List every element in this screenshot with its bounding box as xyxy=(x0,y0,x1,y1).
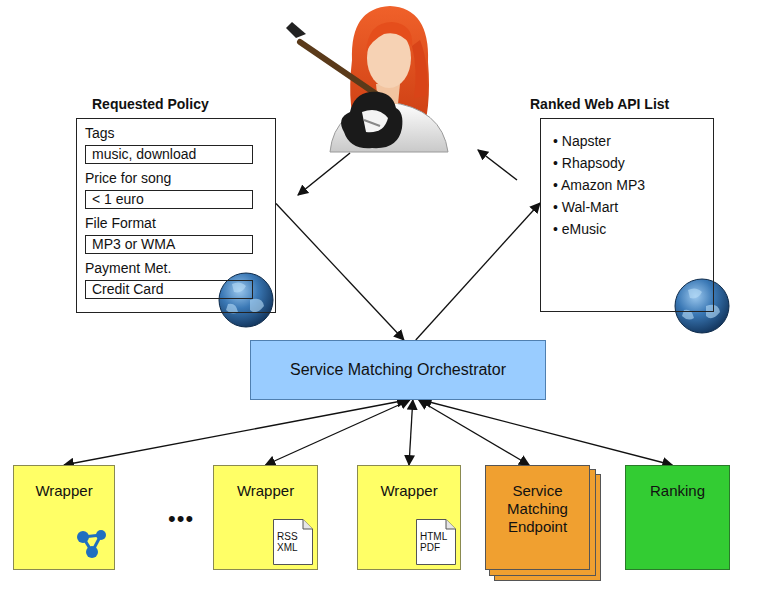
request-arrow xyxy=(298,153,350,195)
connector-arrow xyxy=(276,204,404,341)
connector-arrow xyxy=(266,400,410,465)
user-arrows xyxy=(298,150,517,195)
globe-icons xyxy=(219,273,729,333)
result-panel: Ranked Web API List• Napster• Rhapsody• … xyxy=(540,94,714,312)
user-bangs xyxy=(366,22,412,52)
node-label: music, download xyxy=(92,146,246,163)
guitar-headstock xyxy=(286,22,306,38)
guitar-body xyxy=(341,92,402,148)
panel-entry: • Wal-Mart xyxy=(553,199,703,216)
ellipsis-label: ••• xyxy=(168,508,194,530)
node-label: MP3 or WMA xyxy=(92,236,246,253)
wrapper-box: Wrapper xyxy=(13,465,115,570)
input-field: MP3 or WMA xyxy=(85,235,253,254)
user-guitarist xyxy=(286,6,448,152)
connector-arrow xyxy=(419,400,529,465)
node-label: Service Matching Endpoint xyxy=(492,482,583,536)
panel-entry: • Amazon MP3 xyxy=(553,177,703,194)
input-field: < 1 euro xyxy=(85,190,253,209)
document-icon: RSS XML xyxy=(273,519,313,565)
network-icon xyxy=(74,528,110,560)
result-arrow xyxy=(478,150,517,180)
node-label: Wrapper xyxy=(35,482,92,500)
node-label: Service Matching Orchestrator xyxy=(290,361,506,379)
endpoint-box: Service Matching Endpoint xyxy=(485,465,590,570)
node-label: Credit Card xyxy=(92,281,246,298)
wrapper-box: WrapperRSS XML xyxy=(213,465,318,570)
panel-entry: File Format xyxy=(85,215,267,232)
node-label: < 1 euro xyxy=(92,191,246,208)
panel-entry: • eMusic xyxy=(553,221,703,238)
input-field: music, download xyxy=(85,145,253,164)
connector-arrow xyxy=(422,400,673,465)
node-label: Wrapper xyxy=(237,482,294,500)
panel-entry: Price for song xyxy=(85,170,267,187)
connector-arrow xyxy=(409,400,413,465)
panel-entry: • Napster xyxy=(553,133,703,150)
node-label: Ranking xyxy=(650,482,705,500)
node-label: Wrapper xyxy=(380,482,437,500)
input-field: Credit Card xyxy=(85,280,253,299)
panel-heading: Requested Policy xyxy=(92,94,276,114)
node-label: RSS XML xyxy=(277,531,310,553)
globe-icon xyxy=(219,273,273,327)
panel-frame: TagsPrice for songFile FormatPayment Met… xyxy=(76,118,276,313)
node-label: HTML PDF xyxy=(420,531,453,553)
globe-land xyxy=(682,288,720,319)
guitar-neck xyxy=(300,42,382,98)
panel-heading: Ranked Web API List xyxy=(530,94,714,114)
panel-entry: Payment Met. xyxy=(85,260,267,277)
connector-arrow xyxy=(64,400,407,465)
document-icon: HTML PDF xyxy=(416,519,456,565)
guitar-pickguard xyxy=(362,110,388,132)
globe-land xyxy=(226,282,264,313)
connector-arrow xyxy=(416,203,540,340)
policy-panel: Requested PolicyTagsPrice for songFile F… xyxy=(76,94,276,313)
globe-icon xyxy=(675,279,729,333)
ranking-box: Ranking xyxy=(625,465,730,570)
guitar-pickup xyxy=(364,120,380,126)
panel-entry: • Rhapsody xyxy=(553,155,703,172)
panel-entry: Tags xyxy=(85,125,267,142)
user-hair-side xyxy=(412,40,427,98)
orchestrator-box: Service Matching Orchestrator xyxy=(250,340,546,400)
wrapper-box: WrapperHTML PDF xyxy=(357,465,461,570)
panel-frame: • Napster • Rhapsody • Amazon MP3 • Wal-Mar… xyxy=(540,118,714,312)
